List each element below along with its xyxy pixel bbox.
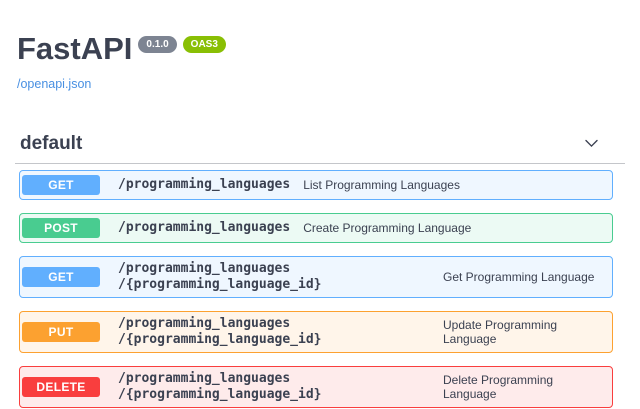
operation-description: List Programming Languages bbox=[303, 178, 460, 193]
tag-name: default bbox=[20, 132, 83, 154]
openapi-spec-link[interactable]: /openapi.json bbox=[17, 76, 92, 91]
operation-path: /programming_languages /{programming_lan… bbox=[118, 371, 322, 403]
operation-description: Create Programming Language bbox=[303, 221, 472, 236]
oas3-badge: OAS3 bbox=[182, 36, 226, 53]
operation-row-delete[interactable]: DELETE /programming_languages /{programm… bbox=[19, 366, 613, 409]
operation-row-get-one[interactable]: GET /programming_languages /{programming… bbox=[19, 256, 613, 299]
content-wrap: default GET /programming_languages List … bbox=[0, 132, 640, 409]
page-title: FastAPI bbox=[17, 31, 133, 66]
operation-description: Get Programming Language bbox=[443, 270, 595, 285]
operation-row-post-create[interactable]: POST /programming_languages Create Progr… bbox=[19, 213, 613, 244]
operation-path: /programming_languages bbox=[118, 177, 291, 193]
method-badge: GET bbox=[22, 267, 100, 288]
title-row: FastAPI 0.1.0 OAS3 bbox=[17, 31, 620, 66]
method-badge: GET bbox=[22, 175, 100, 196]
chevron-down-icon[interactable] bbox=[583, 135, 600, 152]
tag-section-header-default[interactable]: default bbox=[15, 132, 625, 165]
operation-row-get-list[interactable]: GET /programming_languages List Programm… bbox=[19, 170, 613, 201]
operation-description: Delete Programming Language bbox=[443, 373, 554, 402]
method-badge: PUT bbox=[22, 322, 100, 343]
operation-path: /programming_languages /{programming_lan… bbox=[118, 316, 322, 348]
operations-list: GET /programming_languages List Programm… bbox=[15, 170, 625, 409]
version-badge: 0.1.0 bbox=[138, 36, 177, 53]
method-badge: DELETE bbox=[22, 377, 100, 398]
operation-path: /programming_languages bbox=[118, 220, 291, 236]
operation-row-put-update[interactable]: PUT /programming_languages /{programming… bbox=[19, 311, 613, 354]
api-info-header: FastAPI 0.1.0 OAS3 /openapi.json bbox=[0, 0, 640, 93]
operation-path: /programming_languages /{programming_lan… bbox=[118, 261, 322, 293]
method-badge: POST bbox=[22, 218, 100, 239]
operation-description: Update Programming Language bbox=[443, 318, 558, 347]
